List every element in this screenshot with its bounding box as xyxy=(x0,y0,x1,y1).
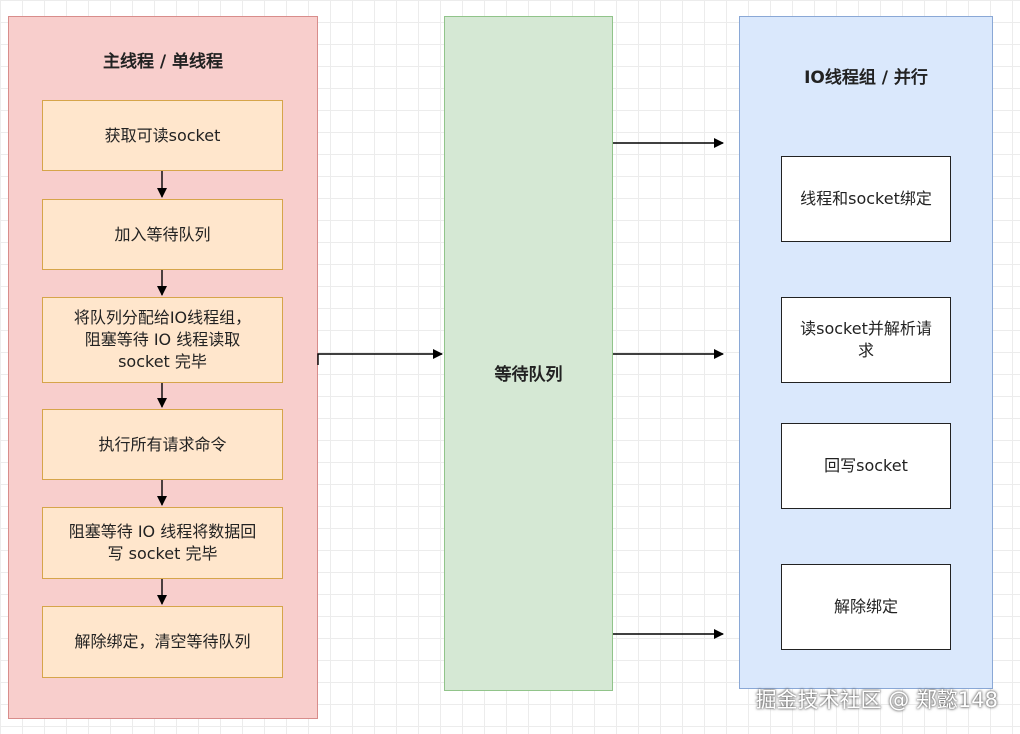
io-task-unbind: 解除绑定 xyxy=(781,564,951,650)
main-thread-panel: 主线程 / 单线程 获取可读socket 加入等待队列 将队列分配给IO线程组，… xyxy=(8,16,318,719)
io-task-bind-socket: 线程和socket绑定 xyxy=(781,156,951,242)
wait-queue-label: 等待队列 xyxy=(494,365,563,385)
arrow-main-to-queue xyxy=(317,349,443,365)
main-thread-title: 主线程 / 单线程 xyxy=(102,52,224,72)
io-thread-group-title: IO线程组 / 并行 xyxy=(804,68,928,88)
step-get-readable-socket: 获取可读socket xyxy=(42,100,283,171)
step-wait-write-back: 阻塞等待 IO 线程将数据回 写 socket 完毕 xyxy=(42,507,283,579)
step-assign-io-threads: 将队列分配给IO线程组， 阻塞等待 IO 线程读取 socket 完毕 xyxy=(42,297,283,383)
io-task-write-back: 回写socket xyxy=(781,423,951,509)
watermark-text: 掘金技术社区 @ 郑懿148 xyxy=(755,688,998,712)
step-add-to-queue: 加入等待队列 xyxy=(42,199,283,270)
io-task-read-parse: 读socket并解析请 求 xyxy=(781,297,951,383)
wait-queue-panel: 等待队列 xyxy=(444,16,613,691)
step-unbind-clear-queue: 解除绑定，清空等待队列 xyxy=(42,606,283,678)
io-thread-group-panel: IO线程组 / 并行 线程和socket绑定 读socket并解析请 求 回写s… xyxy=(739,16,993,689)
step-execute-commands: 执行所有请求命令 xyxy=(42,409,283,480)
